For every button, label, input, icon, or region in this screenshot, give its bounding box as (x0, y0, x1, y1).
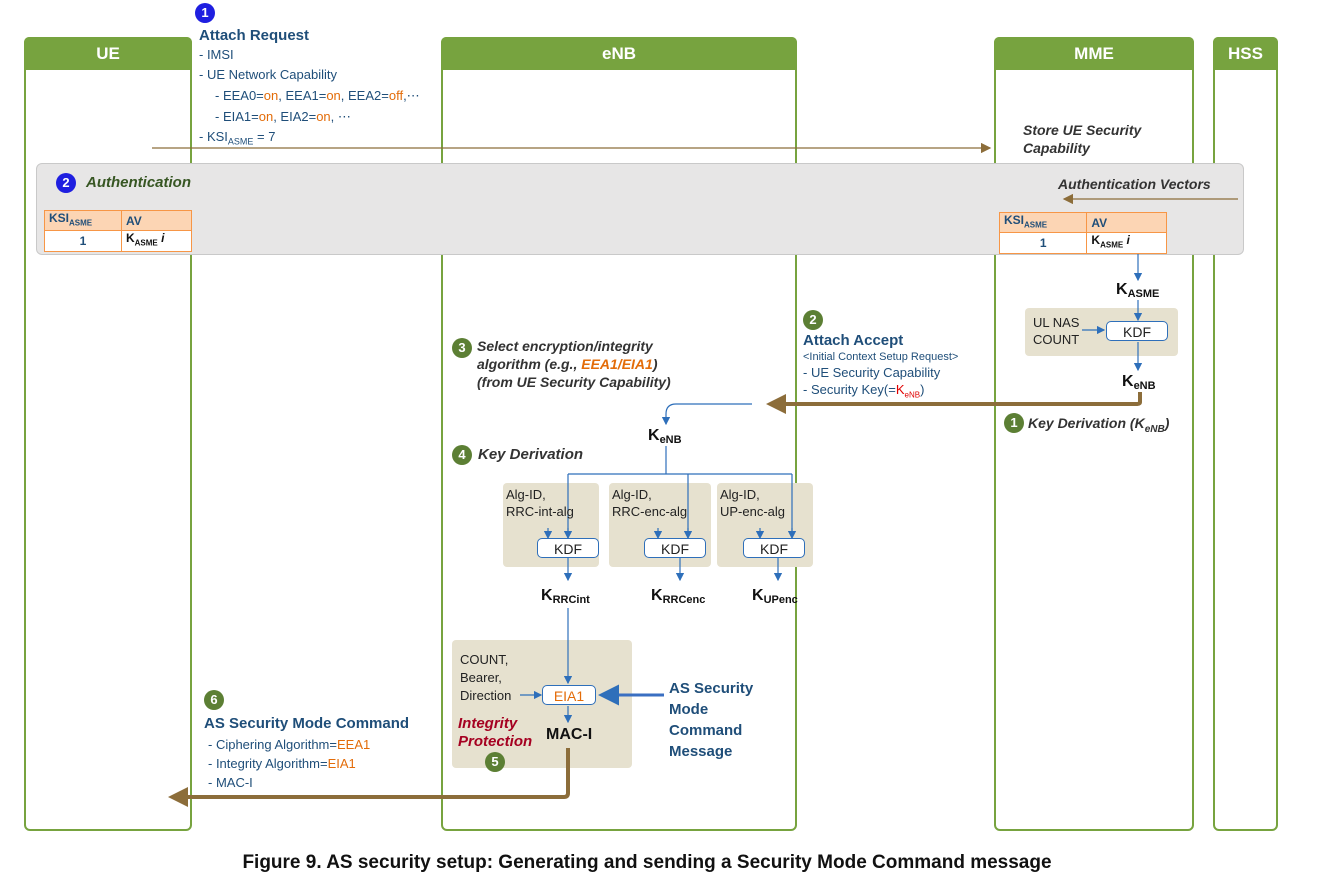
kdf1-output: KRRCint (541, 587, 590, 606)
sm-command-cipher: - Ciphering Algorithm=EEA1 (208, 737, 371, 752)
mme-kdf: KDF (1106, 321, 1168, 341)
enb-key-derivation-label: Key Derivation (478, 446, 584, 463)
sm-command-integrity: - Integrity Algorithm=EIA1 (208, 756, 356, 771)
mme-kasme-label: KASME (1116, 281, 1160, 300)
mac-i-label: MAC-I (546, 726, 593, 743)
as-sm-message-line3: Command (669, 722, 743, 739)
kdf2-output: KRRCenc (651, 587, 706, 606)
step-2-authentication-badge: 2 (56, 173, 76, 193)
kdf2-input1: Alg-ID, (612, 487, 652, 502)
sm-command-arrow (168, 748, 570, 807)
mme-av-ksi-value: 1 (998, 232, 1088, 254)
kenb-input-arrow (661, 403, 752, 426)
step-3-select-badge: 3 (452, 338, 472, 358)
attach-request-imsi: - IMSI (199, 47, 234, 62)
attach-request-ksi: - KSIASME = 7 (199, 129, 276, 147)
attach-request-eea-line: - EEA0=on, EEA1=on, EEA2=off,⋯ (215, 88, 420, 103)
step-1-key-derivation-badge: 1 (1004, 413, 1024, 433)
as-sm-message-line2: Mode (669, 701, 709, 718)
attach-request-title: Attach Request (199, 27, 310, 44)
select-alg-line2: algorithm (e.g., EEA1/EIA1) (477, 356, 658, 372)
ue-av-ksi-header: KSIASME (44, 209, 122, 232)
sm-command-mac: - MAC-I (208, 775, 253, 790)
store-capability-label: Store UE Security Capability (1023, 122, 1142, 156)
kdf1-input1: Alg-ID, (506, 487, 546, 502)
lane-ue-header: UE (24, 37, 192, 70)
attach-request-eia-line: - EIA1=on, EIA2=on, ⋯ (215, 109, 351, 124)
step-2-attach-accept-badge: 2 (803, 310, 823, 330)
kdf3-input2: UP-enc-alg (720, 504, 786, 519)
enb-kenb-label: KeNB (648, 427, 682, 446)
as-sm-message-line4: Message (669, 743, 733, 760)
authentication-title: Authentication (86, 174, 191, 191)
kenb-split-lines (567, 446, 793, 538)
attach-accept-key: - Security Key(=KeNB) (803, 382, 925, 400)
mme-ul-nas-count: UL NAS COUNT (1033, 315, 1080, 347)
select-alg-line1: Select encryption/integrity (477, 338, 653, 354)
kdf3: KDF (743, 538, 805, 558)
integrity-input-direction: Direction (460, 688, 512, 703)
kdf1: KDF (537, 538, 599, 558)
attach-accept-title: Attach Accept (803, 332, 904, 349)
attach-accept-subtitle: <Initial Context Setup Request> (803, 351, 959, 363)
mme-av-ksi-header: KSIASME (998, 211, 1088, 234)
kdf2-input2: RRC-enc-alg (612, 504, 688, 519)
select-alg-line3: (from UE Security Capability) (477, 374, 671, 390)
mme-av-k-value: KASME i (1086, 232, 1167, 254)
ue-av-ksi-value: 1 (44, 230, 122, 252)
kdf2: KDF (644, 538, 706, 558)
step-1-attach-request-badge: 1 (195, 3, 215, 23)
kdf3-output: KUPenc (752, 587, 798, 606)
attach-accept-capability: - UE Security Capability (803, 365, 941, 380)
integrity-input-bearer: Bearer, (460, 670, 502, 685)
ue-av-k-value: KASME i (120, 230, 193, 252)
mme-kenb-label: KeNB (1122, 373, 1156, 392)
mme-key-derivation-label: Key Derivation (KeNB) (1028, 415, 1170, 435)
as-sm-message-line1: AS Security (669, 680, 754, 697)
integrity-input-count: COUNT, (460, 652, 509, 667)
kdf1-input2: RRC-int-alg (506, 504, 574, 519)
step-5-integrity-badge: 5 (485, 752, 505, 772)
authentication-vectors-label: Authentication Vectors (1058, 176, 1211, 192)
ue-av-av-header: AV (120, 209, 193, 232)
lane-mme-header: MME (994, 37, 1194, 70)
eia1-box: EIA1 (542, 685, 596, 705)
kdf3-input1: Alg-ID, (720, 487, 760, 502)
lane-enb-header: eNB (441, 37, 797, 70)
mme-av-av-header: AV (1086, 211, 1167, 234)
figure-caption: Figure 9. AS security setup: Generating … (242, 852, 1052, 873)
lane-hss-header: HSS (1213, 37, 1278, 70)
integrity-protection-label2: Protection (458, 733, 533, 750)
attach-accept-arrow (766, 392, 1142, 414)
integrity-protection-label1: Integrity (458, 715, 518, 732)
attach-request-capability: - UE Network Capability (199, 67, 337, 82)
step-6-sm-command-badge: 6 (204, 690, 224, 710)
sm-command-title: AS Security Mode Command (204, 715, 410, 732)
step-4-key-derivation-badge: 4 (452, 445, 472, 465)
